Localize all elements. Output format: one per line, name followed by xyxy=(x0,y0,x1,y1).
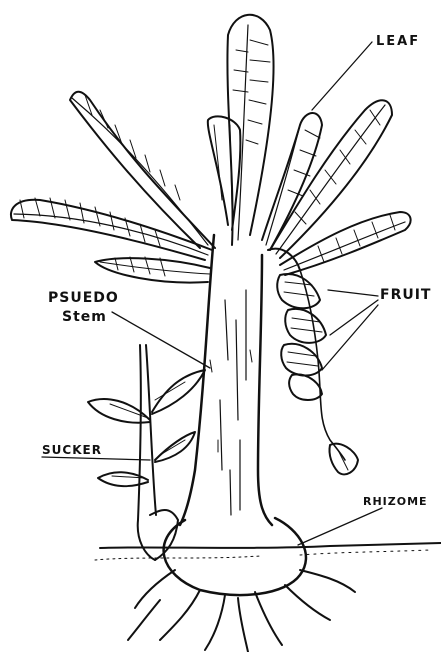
leaves xyxy=(11,15,411,283)
fruit-bunch xyxy=(268,249,358,475)
rhizome xyxy=(128,518,355,652)
sucker xyxy=(88,345,205,560)
label-pseudo-stem-line1: PSUEDO xyxy=(48,291,119,305)
label-leaf: LEAF xyxy=(376,35,420,48)
label-fruit: FRUIT xyxy=(380,288,431,302)
label-sucker: SUCKER xyxy=(42,444,102,456)
pseudo-stem xyxy=(180,235,272,525)
ground xyxy=(95,543,441,560)
label-pseudo-stem-line2: Stem xyxy=(62,310,107,324)
label-rhizome: RHIZOME xyxy=(363,496,428,507)
